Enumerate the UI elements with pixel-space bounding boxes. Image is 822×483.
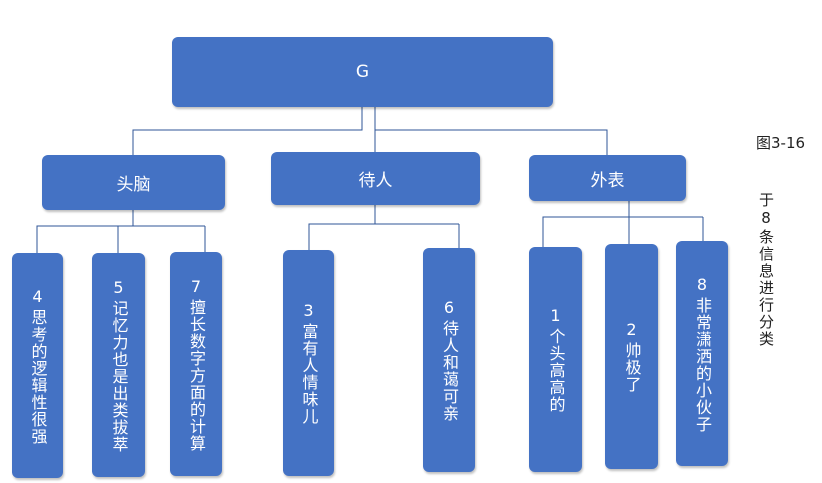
leaf-number: 4 (32, 286, 43, 306)
leaf-text: 擅长数字方面的计算 (187, 298, 206, 452)
connector-root-b (374, 107, 608, 155)
leaf-text: 非常潇洒的小伙子 (693, 296, 712, 433)
leaf-number: 5 (113, 277, 124, 297)
root-node: G (172, 37, 553, 107)
leaf-number: 7 (190, 276, 202, 296)
leaf-node-8: 8 非常潇洒的小伙子 (676, 241, 728, 466)
leaf-number: 8 (696, 274, 708, 294)
category-label: 外表 (590, 170, 625, 191)
leaf-node-2: 2 帅极了 (605, 244, 658, 469)
category-node-looks: 外表 (529, 155, 686, 201)
connector-cat3 (542, 201, 630, 247)
category-node-manner: 待人 (271, 152, 480, 205)
side-note: 于8条信息进行分类 (757, 192, 775, 348)
leaf-node-4: 4 思考的逻辑性很强 (12, 253, 63, 478)
root-label: G (355, 62, 370, 82)
leaf-text: 富有人情味儿 (299, 323, 319, 425)
leaf-number: 6 (443, 298, 455, 317)
leaf-text: 记忆力也是出类拔萃 (109, 299, 129, 453)
category-node-head: 头脑 (42, 155, 225, 210)
connector-cat2 (308, 205, 376, 250)
connector-root (132, 107, 363, 155)
figure-caption: 图3-16 (756, 134, 806, 152)
leaf-number: 2 (626, 320, 637, 339)
leaf-number: 1 (550, 306, 561, 325)
leaf-number: 3 (303, 301, 314, 320)
leaf-text: 思考的逻辑性很强 (28, 308, 48, 445)
leaf-text: 个头高高的 (546, 328, 566, 413)
leaf-node-7: 7 擅长数字方面的计算 (170, 252, 222, 476)
connector-cat1 (36, 210, 134, 253)
category-label: 待人 (358, 171, 393, 191)
leaf-node-3: 3 富有人情味儿 (283, 250, 334, 476)
leaf-node-6: 6 待人和蔼可亲 (423, 248, 475, 472)
leaf-node-1: 1 个头高高的 (529, 247, 582, 472)
category-label: 头脑 (116, 175, 151, 195)
leaf-node-5: 5 记忆力也是出类拔萃 (92, 253, 145, 477)
leaf-text: 待人和蔼可亲 (440, 320, 459, 422)
leaf-text: 帅极了 (622, 342, 642, 393)
